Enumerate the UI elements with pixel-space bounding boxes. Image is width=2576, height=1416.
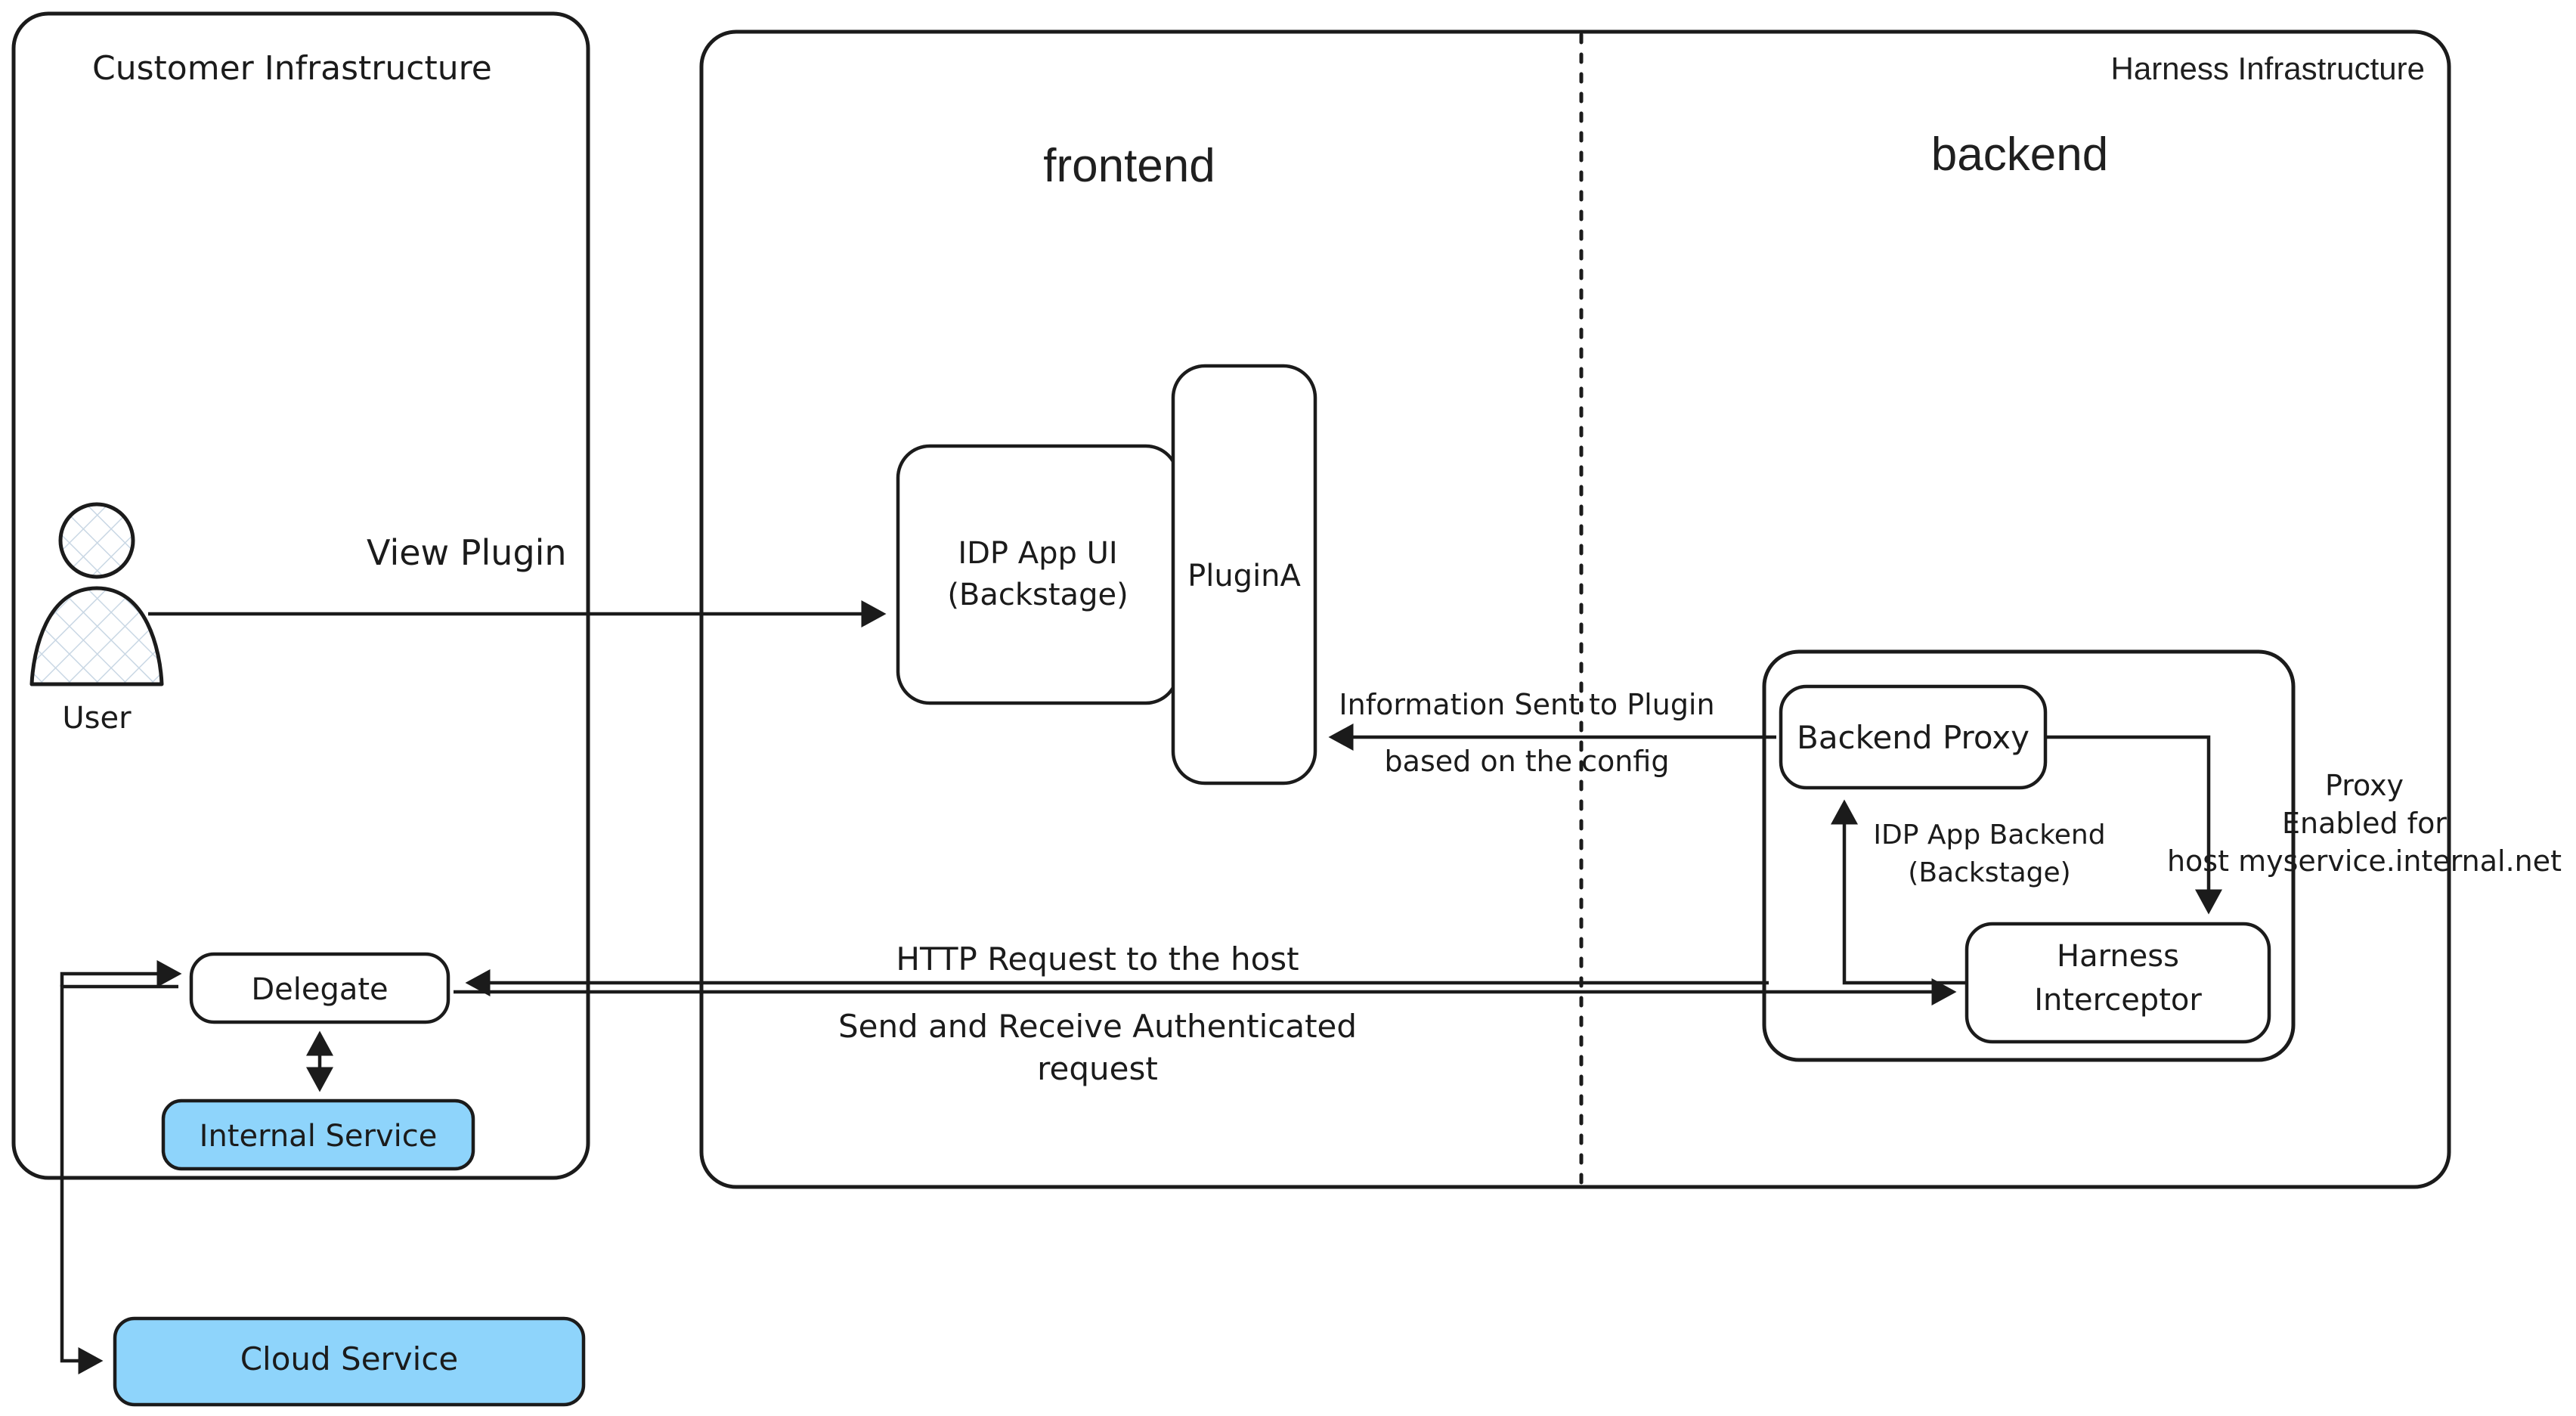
edge-label-information-sent-line1: Information Sent to Plugin [1339, 688, 1714, 721]
node-delegate[interactable]: Delegate [189, 952, 450, 1024]
lane-title-frontend: frontend [1043, 140, 1215, 192]
harness-interceptor-label-line2: Interceptor [2034, 983, 2202, 1018]
plugin-a-label: PluginA [1187, 559, 1301, 593]
cloud-service-label: Cloud Service [240, 1340, 459, 1377]
edge-harness-interceptor-to-backend-proxy [1831, 799, 1965, 985]
edge-label-proxy-note-line2: Enabled for [2282, 807, 2447, 840]
idp-app-ui-label-line2: (Backstage) [947, 578, 1128, 612]
internal-service-box[interactable] [161, 1098, 475, 1171]
idp-app-backend-label-line1: IDP App Backend [1873, 820, 2105, 851]
user-actor-icon [29, 502, 164, 686]
node-internal-service[interactable]: Internal Service [161, 1098, 475, 1171]
lane-title-backend: backend [1931, 129, 2108, 181]
harness-infrastructure-box [699, 29, 2451, 1189]
internal-service-label: Internal Service [200, 1119, 438, 1154]
idp-app-backend-box [1762, 649, 2296, 1062]
cloud-service-box[interactable] [113, 1316, 586, 1407]
node-idp-app-ui[interactable]: IDP App UI (Backstage) [896, 444, 1180, 705]
delegate-label: Delegate [251, 972, 388, 1007]
edge-rail-to-cloud-service [60, 984, 178, 1374]
user-actor-label: User [62, 701, 132, 736]
idp-app-backend-label-line2: (Backstage) [1908, 857, 2070, 888]
harness-interceptor-box[interactable] [1965, 922, 2271, 1044]
edge-backend-proxy-to-harness-interceptor [2047, 735, 2222, 915]
plugin-a-box[interactable] [1171, 364, 1317, 785]
backend-proxy-box[interactable] [1779, 684, 2048, 790]
user-actor: User [29, 502, 164, 736]
edge-rail-to-delegate [60, 960, 182, 987]
edge-label-information-sent-line2: based on the config [1385, 745, 1670, 778]
node-harness-interceptor[interactable]: Harness Interceptor [1965, 922, 2271, 1044]
edge-label-send-receive-line2: request [1037, 1050, 1158, 1087]
node-cloud-service[interactable]: Cloud Service [113, 1316, 586, 1407]
customer-infrastructure-box [11, 11, 590, 1180]
customer-infrastructure-group: Customer Infrastructure [11, 11, 590, 1180]
harness-infrastructure-group: Harness Infrastructure [699, 29, 2451, 1189]
edge-label-view-plugin: View Plugin [367, 532, 567, 573]
backend-proxy-label: Backend Proxy [1797, 719, 2030, 756]
edge-label-proxy-note-line1: Proxy [2325, 769, 2404, 802]
delegate-box[interactable] [189, 952, 450, 1024]
edge-label-proxy-note-line3: host myservice.internal.net [2167, 844, 2562, 878]
edge-label-http-request: HTTP Request to the host [896, 940, 1299, 978]
idp-app-ui-box[interactable] [896, 444, 1180, 705]
harness-infrastructure-label: Harness Infrastructure [2111, 51, 2426, 86]
node-plugin-a[interactable]: PluginA [1171, 364, 1317, 785]
harness-interceptor-label-line1: Harness [2057, 939, 2179, 974]
customer-infrastructure-label: Customer Infrastructure [92, 49, 492, 88]
node-idp-app-backend: IDP App Backend (Backstage) [1762, 649, 2296, 1062]
edge-label-send-receive-line1: Send and Receive Authenticated [838, 1008, 1357, 1045]
node-backend-proxy[interactable]: Backend Proxy [1779, 684, 2048, 790]
idp-app-ui-label-line1: IDP App UI [958, 536, 1117, 571]
